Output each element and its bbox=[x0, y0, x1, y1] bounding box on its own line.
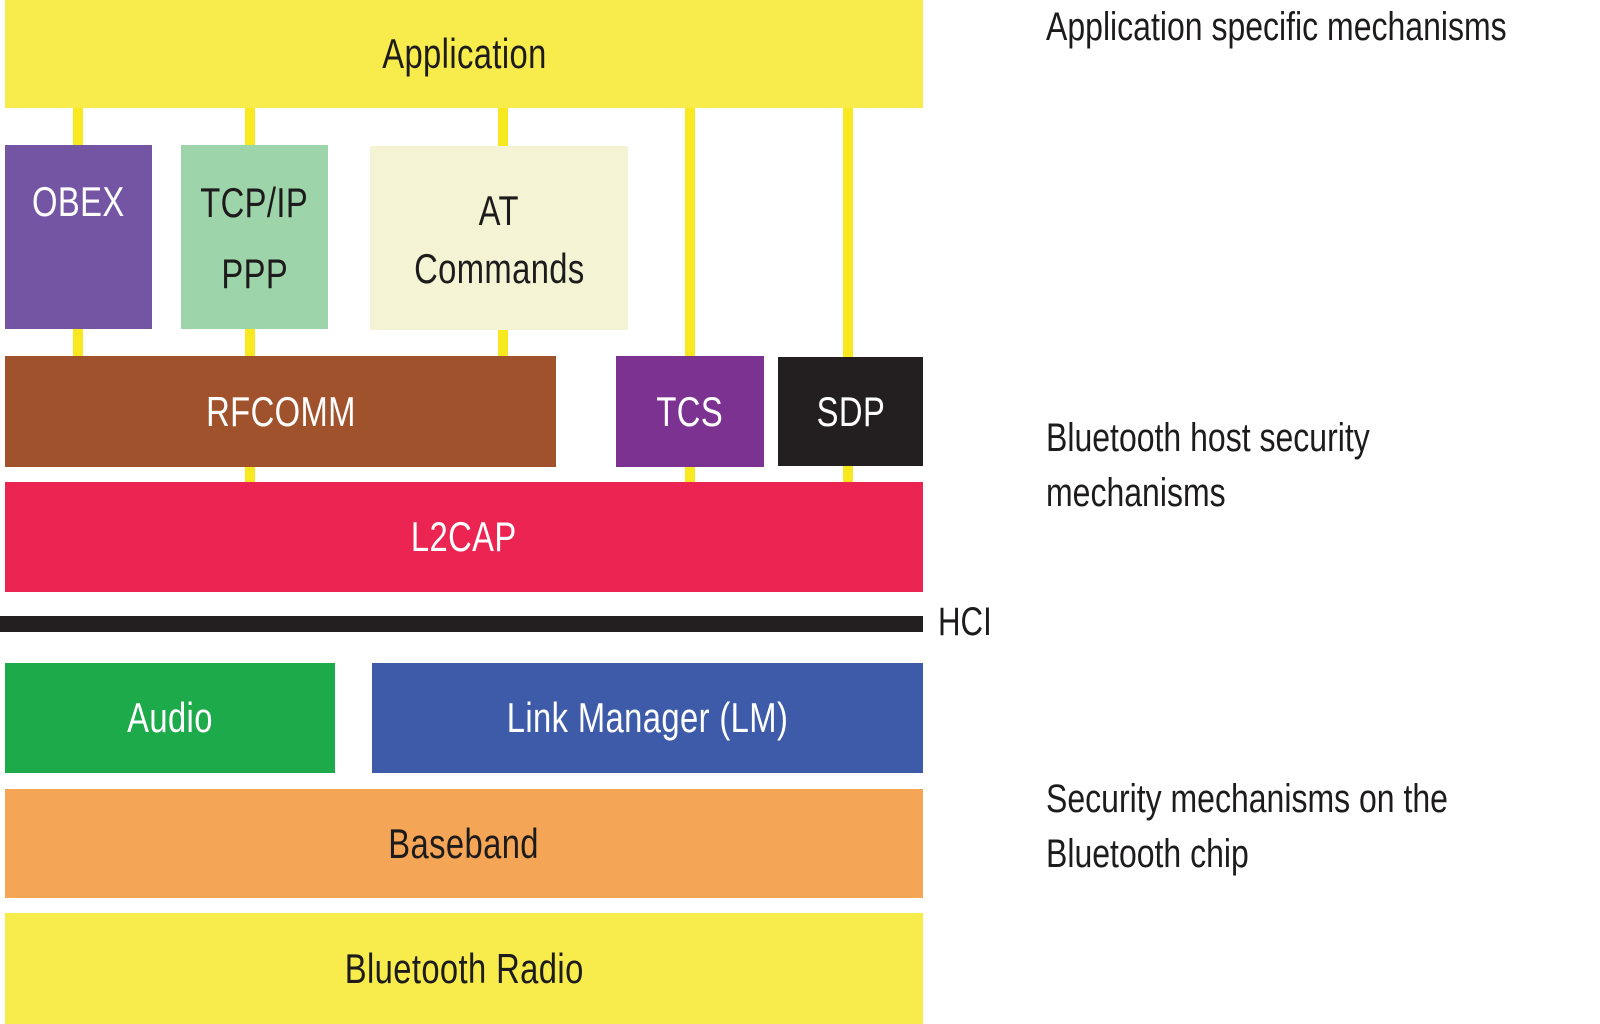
audio-label: Audio bbox=[127, 694, 213, 741]
bluetooth-radio-label: Bluetooth Radio bbox=[344, 944, 584, 992]
sdp-block: SDP bbox=[778, 357, 923, 466]
connector-sdp-l2cap bbox=[843, 466, 853, 482]
application-label: Application bbox=[381, 30, 547, 77]
tcpip-label: TCP/IP bbox=[200, 179, 309, 226]
rfcomm-label: RFCOMM bbox=[205, 387, 356, 435]
connector-obex-rfcomm bbox=[73, 329, 83, 356]
hci-label: HCI bbox=[938, 600, 992, 644]
annotation-chip-line2: Bluetooth chip bbox=[1046, 832, 1249, 876]
bluetooth-radio-block: Bluetooth Radio bbox=[5, 913, 923, 1024]
annotation-chip-mechanisms: Security mechanisms on the Bluetooth chi… bbox=[1046, 772, 1448, 882]
connector-app-obex bbox=[73, 108, 83, 145]
tcs-block: TCS bbox=[616, 356, 764, 467]
baseband-block: Baseband bbox=[5, 789, 923, 898]
obex-label: OBEX bbox=[32, 178, 125, 225]
commands-label: Commands bbox=[413, 245, 585, 292]
connector-tcpip-rfcomm bbox=[245, 329, 255, 356]
obex-block: OBEX bbox=[5, 145, 152, 329]
connector-at-rfcomm bbox=[498, 330, 508, 356]
connector-rfcomm-l2cap bbox=[245, 467, 255, 482]
hci-bar bbox=[0, 616, 923, 632]
connector-app-sdp bbox=[843, 108, 853, 357]
connector-app-at bbox=[498, 108, 508, 146]
connector-tcs-l2cap bbox=[685, 467, 695, 482]
annotation-chip-line1: Security mechanisms on the bbox=[1046, 777, 1448, 821]
l2cap-label: L2CAP bbox=[411, 513, 517, 560]
sdp-label: SDP bbox=[816, 387, 885, 435]
tcs-label: TCS bbox=[656, 387, 724, 435]
baseband-label: Baseband bbox=[388, 819, 540, 867]
link-manager-label: Link Manager (LM) bbox=[506, 694, 789, 741]
at-label: AT bbox=[478, 187, 520, 234]
connector-app-tcpip bbox=[245, 108, 255, 145]
connector-app-tcs bbox=[685, 108, 695, 356]
at-commands-block: AT Commands bbox=[370, 146, 628, 330]
audio-block: Audio bbox=[5, 663, 335, 773]
link-manager-block: Link Manager (LM) bbox=[372, 663, 923, 773]
annotation-application-line1: Application specific mechanisms bbox=[1046, 5, 1507, 49]
tcpip-ppp-block: TCP/IP PPP bbox=[181, 145, 328, 329]
annotation-host-line1: Bluetooth host security bbox=[1046, 416, 1370, 460]
annotation-host-line2: mechanisms bbox=[1046, 471, 1226, 515]
l2cap-block: L2CAP bbox=[5, 482, 923, 592]
annotation-application-mechanisms: Application specific mechanisms bbox=[1046, 0, 1507, 55]
annotation-host-mechanisms: Bluetooth host security mechanisms bbox=[1046, 411, 1370, 521]
rfcomm-block: RFCOMM bbox=[5, 356, 556, 467]
application-block: Application bbox=[5, 0, 923, 108]
ppp-label: PPP bbox=[221, 250, 288, 297]
